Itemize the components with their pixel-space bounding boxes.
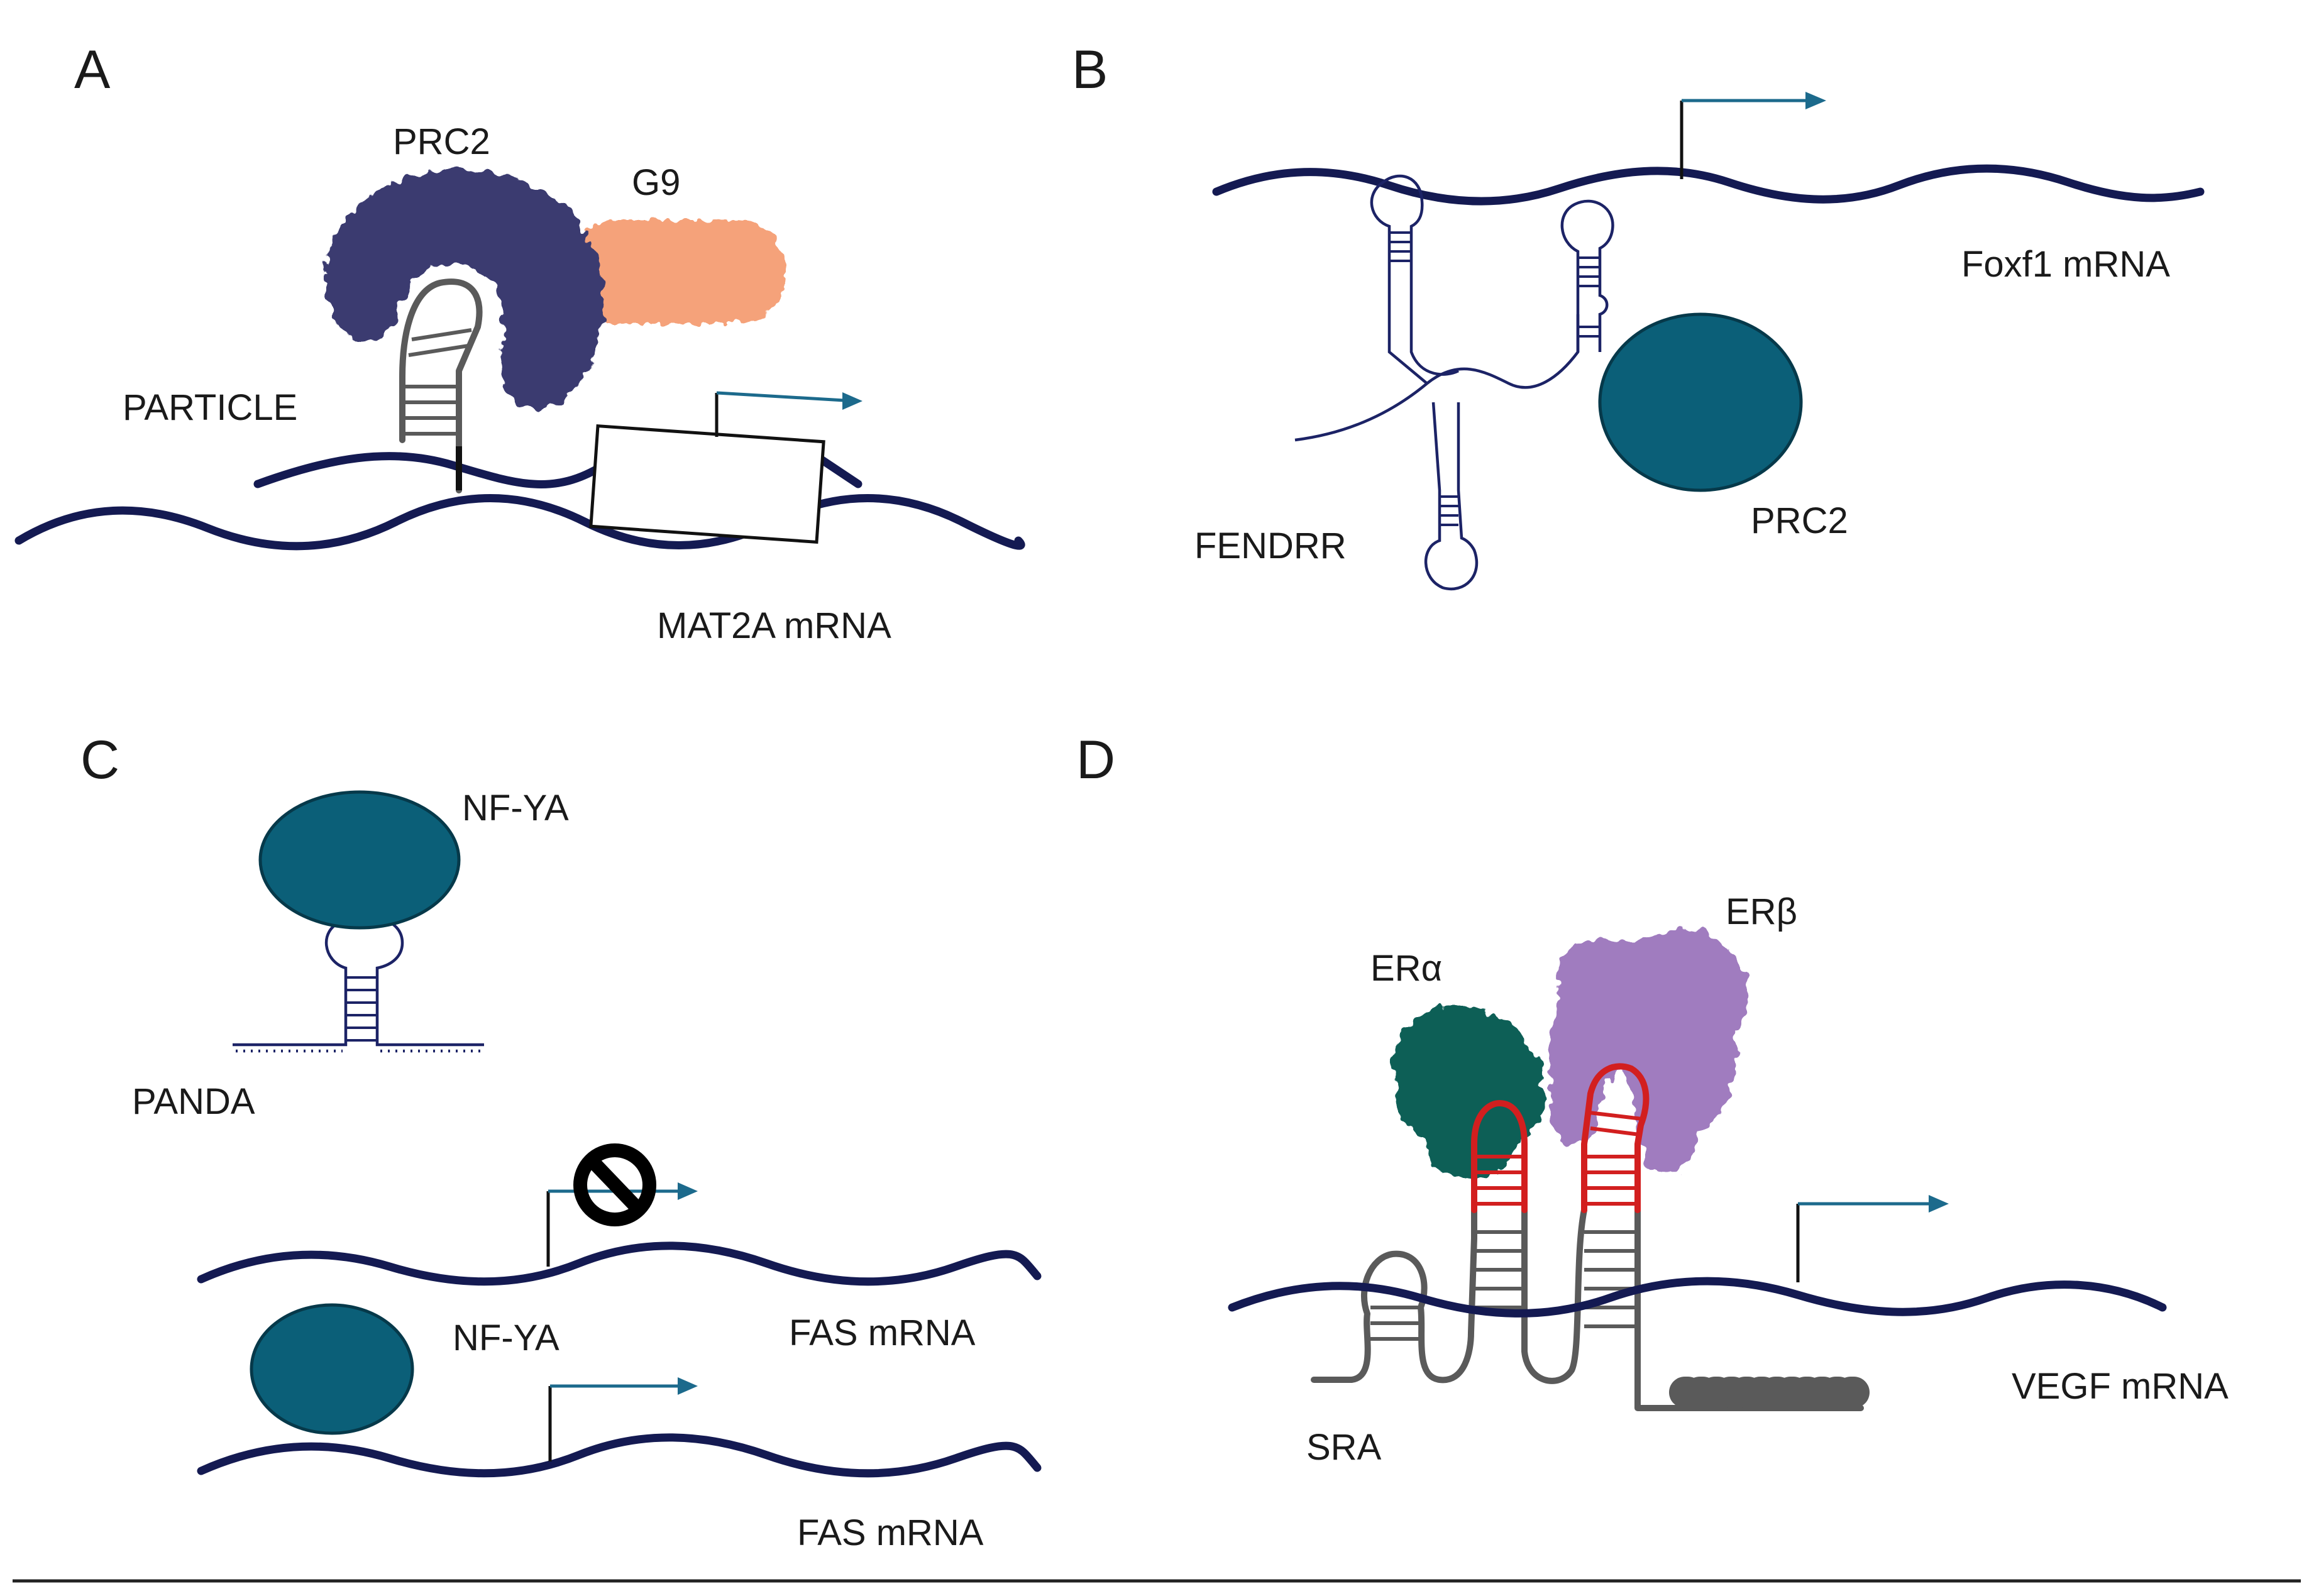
panel-a-prc2-label: PRC2 [393,121,490,162]
panel-c-nfya-label-bottom: NF-YA [453,1318,559,1358]
panel-c-panda-rna [233,915,484,1053]
panel-c-panda-label: PANDA [132,1081,255,1122]
panel-b-fendrr-label: FENDRR [1194,526,1347,566]
panel-a-gene-box [589,424,825,544]
panel-c-nfya-protein-top [258,790,461,930]
panel-c: C [80,730,1042,1553]
panel-d: D [1076,730,2229,1468]
panel-a-g9-protein [566,220,786,324]
panel-c-letter: C [80,730,119,790]
panel-a-particle-rna [399,278,483,493]
panel-c-fas-label-top: FAS mRNA [789,1313,976,1353]
panel-d-sra-binding-loops [1471,1063,1650,1213]
panel-c-strand-bottom [197,1433,1042,1478]
panel-a-particle-label: PARTICLE [123,387,297,428]
panel-a-strand-upper [253,452,608,488]
panel-b-mrna-label: Foxf1 mRNA [1961,244,2170,285]
panel-a: A PRC2 G9 PARTICLE M [14,40,1025,646]
panel-a-g9-label: G9 [632,162,680,203]
panel-b-transcription-arrow [1680,92,1826,179]
panel-a-transcription-arrow [715,391,862,437]
panel-b-fendrr-rna [1294,174,1614,591]
panel-a-mrna-label: MAT2A mRNA [657,605,891,646]
panel-c-fas-label-bottom: FAS mRNA [797,1512,984,1553]
panel-c-nfya-protein-bottom [250,1303,414,1435]
panel-a-strand-lower [14,494,1025,551]
panel-d-er-beta-protein [1550,929,1748,1174]
panel-d-transcription-arrow [1796,1195,1949,1282]
panel-b-strand [1212,164,2205,206]
panel-d-letter: D [1076,730,1115,790]
panel-d-er-beta-label: ERβ [1726,891,1797,932]
panel-b-prc2-label: PRC2 [1751,500,1848,541]
panel-b-prc2-protein [1598,312,1803,492]
panel-a-letter: A [74,40,111,100]
panel-d-sra-rna [1311,1201,1873,1411]
panel-d-strand [1228,1277,2167,1318]
panel-d-er-alpha-label: ERα [1370,948,1442,989]
panel-c-transcription-arrow-bottom [548,1377,698,1461]
panel-a-prc2-complex [325,170,603,409]
panel-c-block-icon [573,1143,656,1226]
panel-c-strand-top [197,1241,1042,1286]
panel-d-vegf-label: VEGF mRNA [2012,1366,2229,1407]
panel-d-sra-label: SRA [1306,1427,1382,1468]
panel-b: B [1072,40,2205,591]
panel-c-nfya-label-top: NF-YA [462,788,569,828]
panel-d-er-alpha-protein [1392,1005,1545,1177]
panel-b-letter: B [1072,40,1108,100]
